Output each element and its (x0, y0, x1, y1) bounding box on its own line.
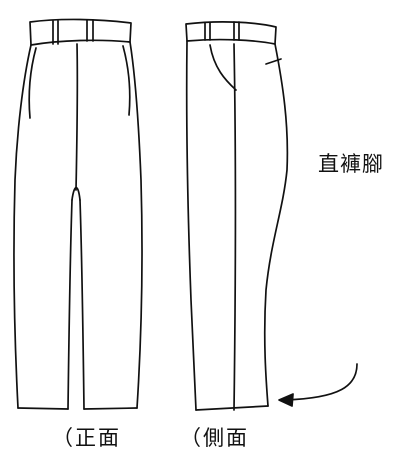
side-view-label: （側面 (180, 426, 249, 450)
front-waistband (29, 18, 132, 46)
arrow-curve (284, 363, 358, 401)
front-left-hem (17, 407, 69, 410)
front-right-outer-edge (129, 41, 143, 409)
side-pocket-flap (265, 58, 282, 65)
front-left-pocket (28, 47, 37, 119)
side-back-edge (185, 40, 197, 411)
side-hem (195, 405, 269, 411)
side-waistband (185, 21, 277, 45)
front-fly-line (75, 43, 79, 191)
front-view-pants (13, 18, 143, 410)
front-right-hem (83, 407, 138, 410)
straight-leg-label: 直褲腳 (318, 152, 384, 176)
side-pocket (209, 44, 237, 91)
side-front-edge (263, 43, 289, 407)
arrow-head (278, 393, 294, 407)
front-left-outer-edge (13, 44, 32, 409)
front-inner-right (79, 199, 85, 410)
side-view-pants (185, 21, 289, 411)
front-inner-left (67, 199, 73, 410)
front-right-pocket (122, 45, 131, 116)
front-view-label: （正面 (52, 426, 121, 450)
side-seam (233, 43, 237, 411)
curved-arrow-icon (278, 363, 358, 407)
